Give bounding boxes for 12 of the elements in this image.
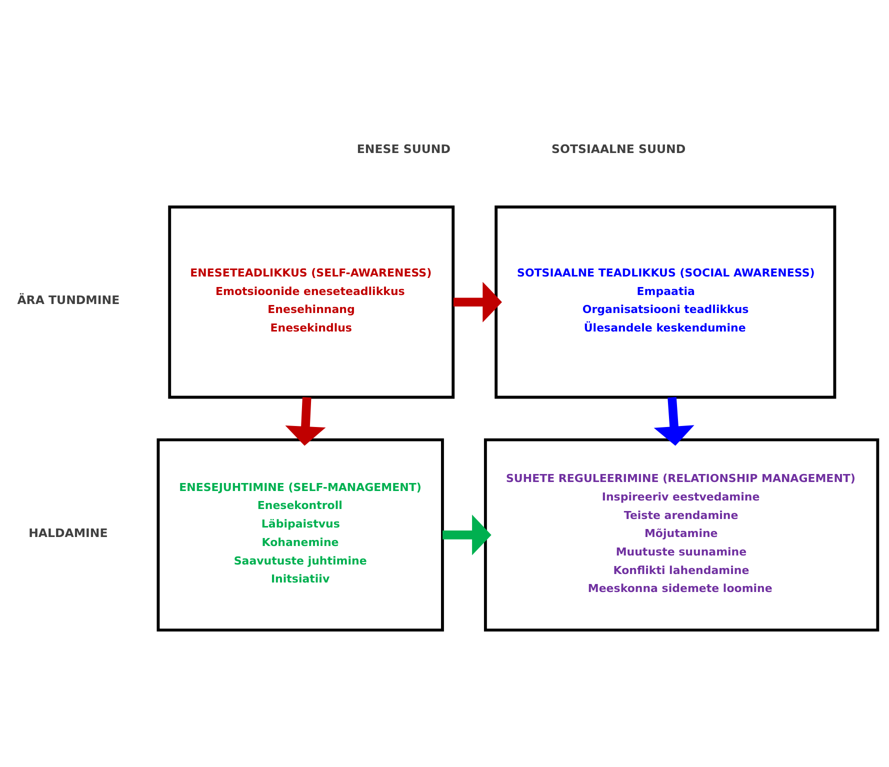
label: SOTSIAALNE SUUND [552,142,686,156]
node-box: SOTSIAALNE TEADLIKKUS (SOCIAL AWARENESS) Empaatia Organisatsiooni teadlikkus Ülesandele keskendumine [494,205,836,398]
arrow [453,281,502,322]
arrow [285,396,326,446]
label: HALDAMINE [28,526,108,540]
node-box: ENESETEADLIKKUS (SELF-AWARENESS) Emotsioonide eneseteadlikkus Enesehinnang Enesekindlus [168,205,455,398]
arrow [654,396,694,446]
label: ENESE SUUND [356,142,451,156]
label: ÄRA TUNDMINE [17,292,120,307]
node-box: ENESEJUHTIMINE (SELF-MANAGEMENT) Enesekontroll Läbipaistvus Kohanemine Saavutuste juhtimine Initsiatiiv [156,438,444,632]
arrow [442,514,492,555]
node-box: SUHETE REGULEERIMINE (RELATIONSHIP MANAGEMENT) Inspireeriv eestvedamine Teiste arendamine Mõjutamine Muutuste suunamine Konflikti lahendamine Meeskonna sidemete loomine [484,438,880,632]
